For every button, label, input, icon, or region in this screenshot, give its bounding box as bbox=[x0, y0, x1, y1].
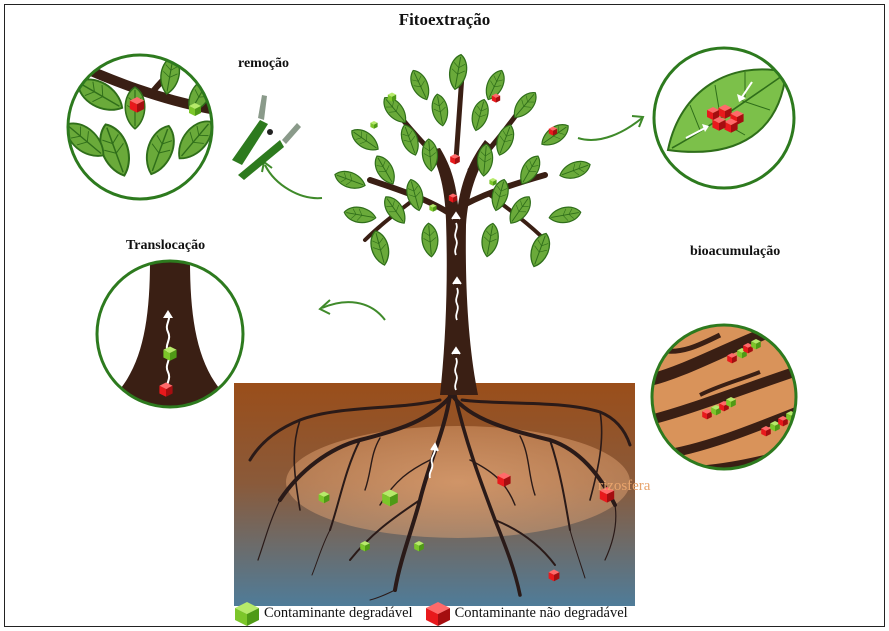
red-cube-icon bbox=[425, 600, 451, 626]
legend: Contaminante degradável Contaminante não… bbox=[234, 598, 640, 628]
inset-bioaccumulation-leaf bbox=[654, 48, 794, 188]
diagram-title: Fitoextração bbox=[0, 10, 889, 30]
rhizosphere-zone bbox=[286, 426, 630, 538]
legend-item-degradable: Contaminante degradável bbox=[234, 600, 413, 626]
tree-trunk bbox=[430, 140, 492, 395]
legend-item-nondegradable: Contaminante não degradável bbox=[425, 600, 628, 626]
label-translocation: Translocação bbox=[126, 238, 205, 254]
legend-label-degradable: Contaminante degradável bbox=[264, 605, 413, 622]
legend-label-nondegradable: Contaminante não degradável bbox=[455, 605, 628, 622]
label-rhizosphere: rizosfera bbox=[598, 478, 650, 495]
inset-removal bbox=[59, 53, 219, 203]
inset-translocation bbox=[97, 260, 243, 408]
label-removal: remoção bbox=[238, 56, 289, 72]
label-bioaccumulation: bioacumulação bbox=[690, 244, 780, 260]
green-cube-icon bbox=[234, 600, 260, 626]
inset-soil-roots bbox=[650, 320, 800, 473]
